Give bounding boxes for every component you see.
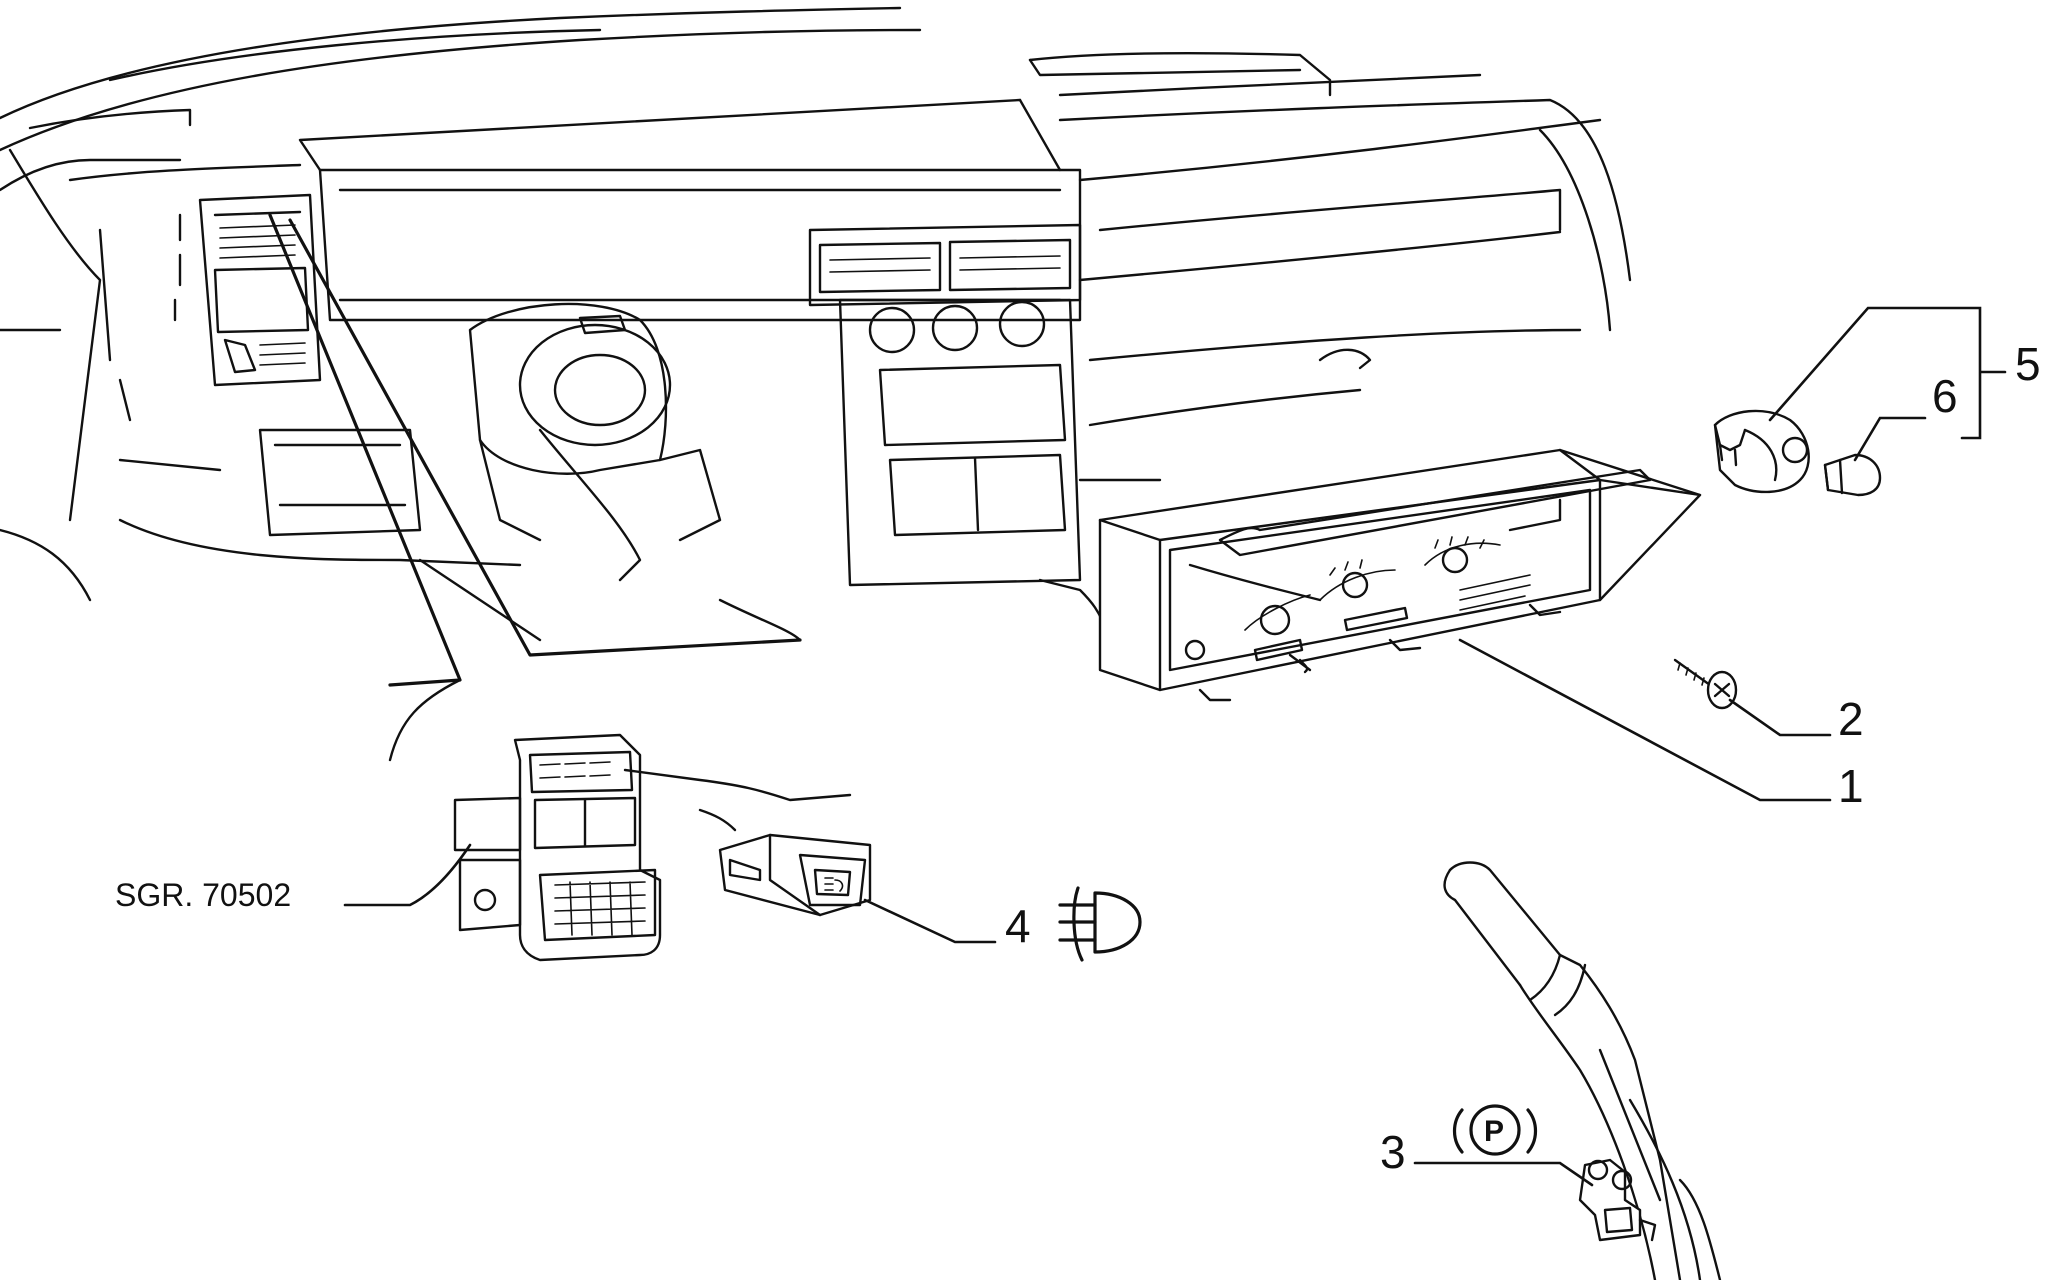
callout-4: 4 — [1005, 900, 1031, 952]
leader-6 — [1853, 416, 1927, 462]
leader-2 — [1728, 698, 1832, 737]
callout-5: 5 — [2015, 338, 2041, 390]
switch-panel-assembly — [453, 733, 852, 962]
parking-brake-warning-icon: P — [1452, 1104, 1538, 1156]
callout-3: 3 — [1380, 1126, 1406, 1178]
callout-2: 2 — [1838, 693, 1864, 745]
fog-light-switch — [718, 833, 872, 917]
leader-3 — [1413, 1161, 1594, 1187]
bulb-holder-and-bulb — [1713, 409, 1882, 497]
callout-6: 6 — [1932, 370, 1958, 422]
dashboard-outline — [0, 6, 1632, 762]
leader-1 — [1458, 638, 1832, 802]
handbrake-switch — [1578, 1158, 1657, 1242]
handbrake-lever — [1443, 861, 1722, 1280]
callout-leaders — [343, 306, 2007, 1187]
leader-ref — [343, 843, 472, 907]
callout-1: 1 — [1838, 760, 1864, 812]
leader-5 — [1768, 306, 2007, 440]
leader-4 — [863, 898, 997, 944]
screw-part — [1673, 658, 1738, 710]
reference-label: SGR. 70502 — [115, 877, 291, 913]
instrument-cluster — [1098, 448, 1702, 702]
parking-symbol-letter: P — [1484, 1115, 1504, 1148]
rear-fog-light-icon — [1058, 886, 1142, 962]
